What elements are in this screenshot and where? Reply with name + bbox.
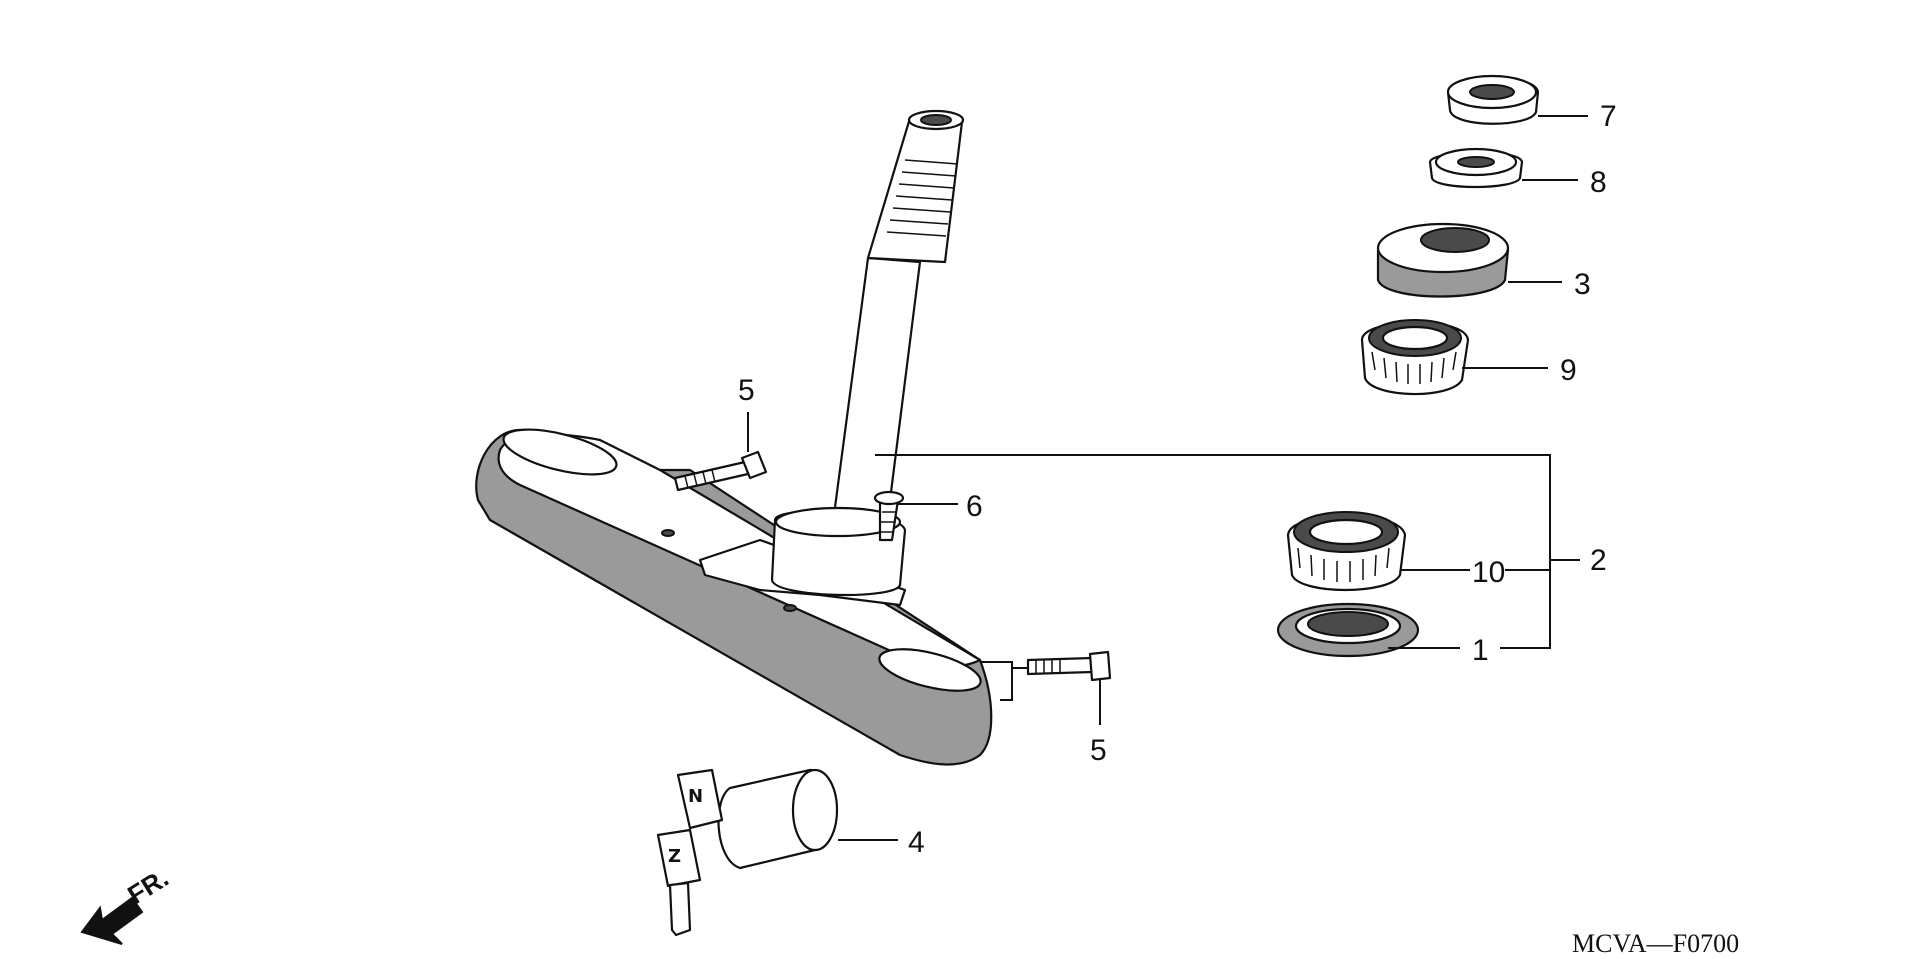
key-head-upper bbox=[676, 768, 724, 830]
callout-6: 6 bbox=[966, 490, 983, 523]
screw-6 bbox=[873, 490, 905, 542]
steering-stem-assembly bbox=[475, 109, 993, 766]
callout-2: 2 bbox=[1590, 544, 1607, 577]
callout-10: 10 bbox=[1472, 556, 1505, 589]
diagram-code: MCVA—F0700 bbox=[1572, 929, 1739, 958]
leader-lines bbox=[747, 115, 1588, 841]
steering-lock-assembly: N Z bbox=[656, 768, 839, 937]
stem-threaded-top bbox=[866, 116, 964, 264]
callout-3: 3 bbox=[1574, 268, 1591, 301]
bearing-10 bbox=[1286, 511, 1407, 592]
callout-9: 9 bbox=[1560, 354, 1577, 387]
callout-5-lower: 5 bbox=[1090, 734, 1107, 767]
callout-1: 1 bbox=[1472, 634, 1489, 667]
stem-threads bbox=[886, 159, 959, 237]
callout-4: 4 bbox=[908, 826, 925, 859]
stem-top-bore bbox=[920, 114, 952, 126]
bolt-upper-left bbox=[673, 450, 768, 492]
bearing-rollers bbox=[1297, 547, 1390, 582]
callout-5-upper: 5 bbox=[738, 374, 755, 407]
svg-text:Z: Z bbox=[668, 846, 681, 867]
bridge-hole bbox=[783, 604, 797, 612]
bearing-rollers bbox=[1371, 351, 1457, 384]
bridge-hole bbox=[661, 529, 675, 537]
callout-7: 7 bbox=[1600, 100, 1617, 133]
key-head-lower bbox=[656, 828, 702, 888]
callout-8: 8 bbox=[1590, 166, 1607, 199]
callout-labels: 7 8 3 9 2 10 1 6 5 5 4 bbox=[738, 100, 1617, 859]
lock-washer-8 bbox=[1428, 147, 1524, 189]
adjusting-nut-3 bbox=[1376, 222, 1510, 298]
lock-nut-7 bbox=[1446, 74, 1540, 125]
bolt-lower-right bbox=[1026, 650, 1112, 682]
svg-text:N: N bbox=[688, 786, 703, 807]
bearing-9 bbox=[1360, 319, 1470, 396]
key-blade bbox=[668, 881, 692, 937]
right-fork-hole bbox=[878, 648, 982, 692]
dust-seal-1 bbox=[1276, 602, 1420, 658]
left-fork-hole bbox=[502, 428, 618, 476]
front-direction-arrow-icon: FR. bbox=[80, 862, 174, 945]
lock-face bbox=[791, 768, 839, 852]
stem-collar-top bbox=[774, 506, 902, 538]
